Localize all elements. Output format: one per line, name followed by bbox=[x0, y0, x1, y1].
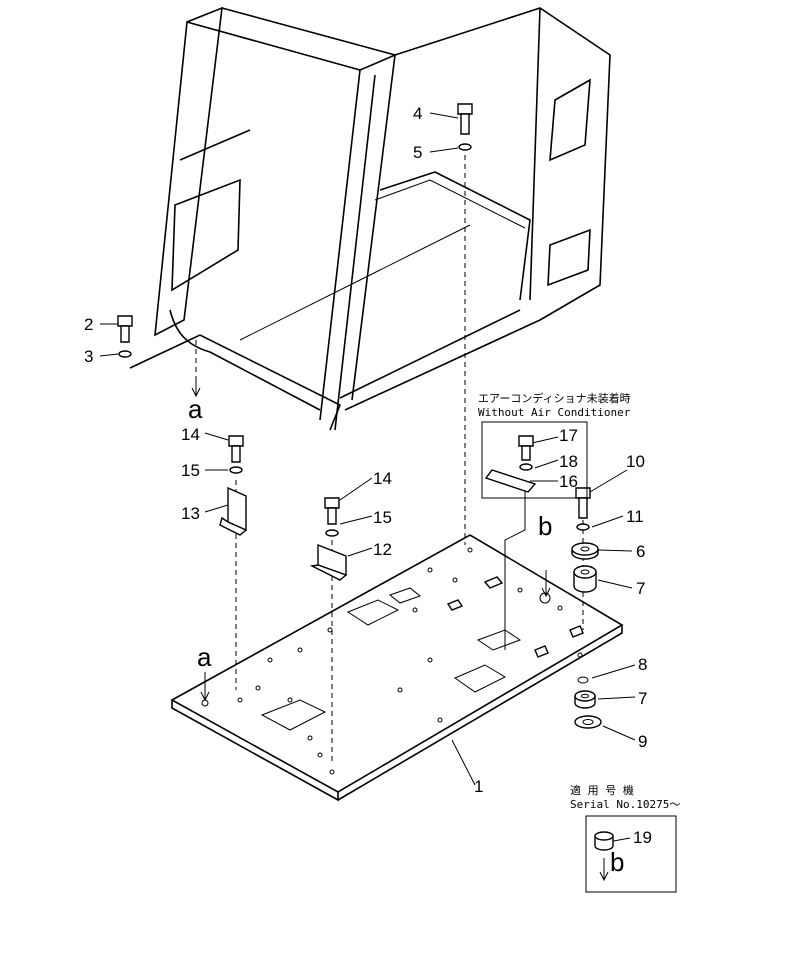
plug-19 bbox=[594, 831, 614, 851]
assembly-lines bbox=[99, 112, 636, 882]
cushion-7-lower bbox=[574, 690, 596, 709]
ref-a-lower: a bbox=[197, 642, 212, 672]
caption-no-ac-jp: エアーコンディショナ未装着時 bbox=[478, 391, 631, 405]
bolt-10 bbox=[575, 487, 591, 519]
label-part-12: 12 bbox=[373, 540, 392, 559]
bolt-4 bbox=[457, 103, 473, 135]
label-part-13: 13 bbox=[181, 504, 200, 523]
bolt-17 bbox=[518, 435, 534, 461]
label-part-14-left: 14 bbox=[181, 425, 200, 444]
cab-frame bbox=[129, 6, 611, 431]
label-part-4: 4 bbox=[413, 104, 422, 123]
no-ac-inset-box bbox=[481, 421, 588, 499]
label-part-8: 8 bbox=[638, 655, 647, 674]
cushion-6 bbox=[571, 542, 599, 560]
label-part-7-upper: 7 bbox=[636, 579, 645, 598]
washer-15-right bbox=[325, 529, 339, 537]
washer-11 bbox=[576, 523, 590, 531]
label-part-15-right: 15 bbox=[373, 508, 392, 527]
bolt-14-left bbox=[228, 435, 244, 463]
bolt-2 bbox=[117, 315, 133, 343]
label-part-15-left: 15 bbox=[181, 461, 200, 480]
label-part-3: 3 bbox=[84, 347, 93, 366]
washer-15-left bbox=[229, 466, 243, 474]
washer-3 bbox=[118, 350, 132, 358]
caption-no-ac-en: Without Air Conditioner bbox=[478, 406, 631, 419]
washer-18 bbox=[519, 463, 533, 471]
bracket-13 bbox=[219, 486, 248, 536]
plate-9 bbox=[574, 715, 602, 729]
washer-5 bbox=[458, 143, 472, 151]
label-part-17: 17 bbox=[559, 426, 578, 445]
bracket-12 bbox=[309, 543, 348, 581]
label-part-14-right: 14 bbox=[373, 469, 392, 488]
plate-16 bbox=[484, 469, 537, 493]
label-part-2: 2 bbox=[84, 315, 93, 334]
caption-serial-en: Serial No.10275～ bbox=[570, 798, 680, 811]
label-part-18: 18 bbox=[559, 452, 578, 471]
ref-b-upper: b bbox=[538, 511, 552, 541]
cushion-7-upper bbox=[573, 565, 597, 593]
bolt-14-right bbox=[324, 497, 340, 525]
ref-b-lower: b bbox=[610, 847, 624, 877]
label-part-9: 9 bbox=[638, 732, 647, 751]
label-part-5: 5 bbox=[413, 143, 422, 162]
caption-serial-jp: 適 用 号 機 bbox=[570, 783, 634, 797]
label-part-19: 19 bbox=[633, 828, 652, 847]
oring-8 bbox=[577, 676, 589, 684]
serial-inset-box bbox=[585, 815, 677, 893]
label-part-7-lower: 7 bbox=[638, 689, 647, 708]
label-part-1: 1 bbox=[474, 777, 483, 796]
label-part-6: 6 bbox=[636, 542, 645, 561]
label-part-11: 11 bbox=[626, 507, 644, 526]
label-part-10: 10 bbox=[626, 452, 645, 471]
floor-plate bbox=[170, 534, 624, 802]
label-part-16: 16 bbox=[559, 472, 578, 491]
ref-a-upper: a bbox=[188, 394, 203, 424]
